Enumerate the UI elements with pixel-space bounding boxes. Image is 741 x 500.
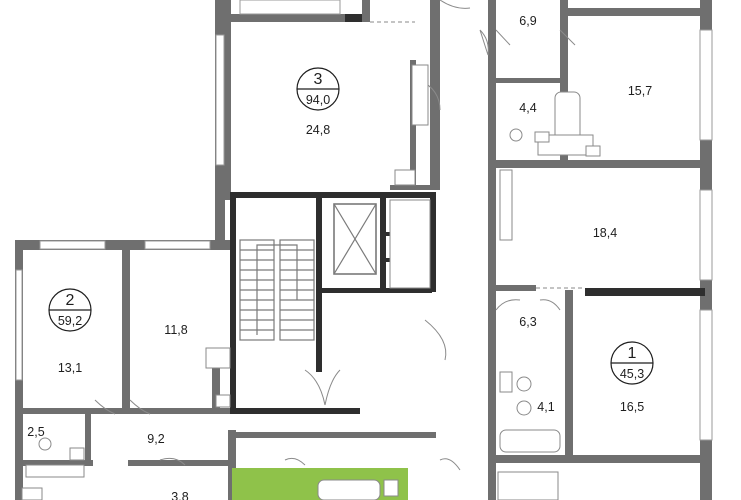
doors	[94, 0, 585, 471]
windows	[15, 0, 713, 441]
apartment-number: 1	[628, 345, 637, 362]
room-area: 6,3	[519, 315, 536, 329]
room-area: 11,8	[164, 323, 187, 337]
room-areas: 6,9 24,8 15,7 4,4 18,4 11,8 13,1 6,3 4,1…	[27, 14, 652, 500]
apartment-total-area: 94,0	[306, 93, 330, 107]
apartment-1-label: 1 45,3	[610, 341, 654, 385]
apartment-total-area: 45,3	[620, 367, 644, 381]
apartment-number: 3	[314, 71, 323, 88]
room-area: 15,7	[628, 84, 652, 98]
apartment-3-label: 3 94,0	[296, 67, 340, 111]
room-area: 4,4	[519, 101, 536, 115]
room-area: 16,5	[620, 400, 644, 414]
room-area: 2,5	[27, 425, 44, 439]
elevator-shaft	[333, 203, 377, 275]
staircase	[239, 239, 315, 341]
room-area: 24,8	[306, 123, 330, 137]
room-area: 18,4	[593, 226, 617, 240]
room-area: 3,8	[171, 490, 188, 500]
apartment-number: 2	[66, 292, 75, 309]
fixtures	[21, 64, 601, 500]
apartment-total-area: 59,2	[58, 314, 82, 328]
room-area: 13,1	[58, 361, 82, 375]
balcony-highlight	[232, 468, 408, 500]
room-area: 4,1	[537, 400, 554, 414]
room-area: 6,9	[519, 14, 536, 28]
walls	[15, 0, 712, 500]
apartment-2-label: 2 59,2	[48, 288, 92, 332]
room-area: 9,2	[147, 432, 164, 446]
